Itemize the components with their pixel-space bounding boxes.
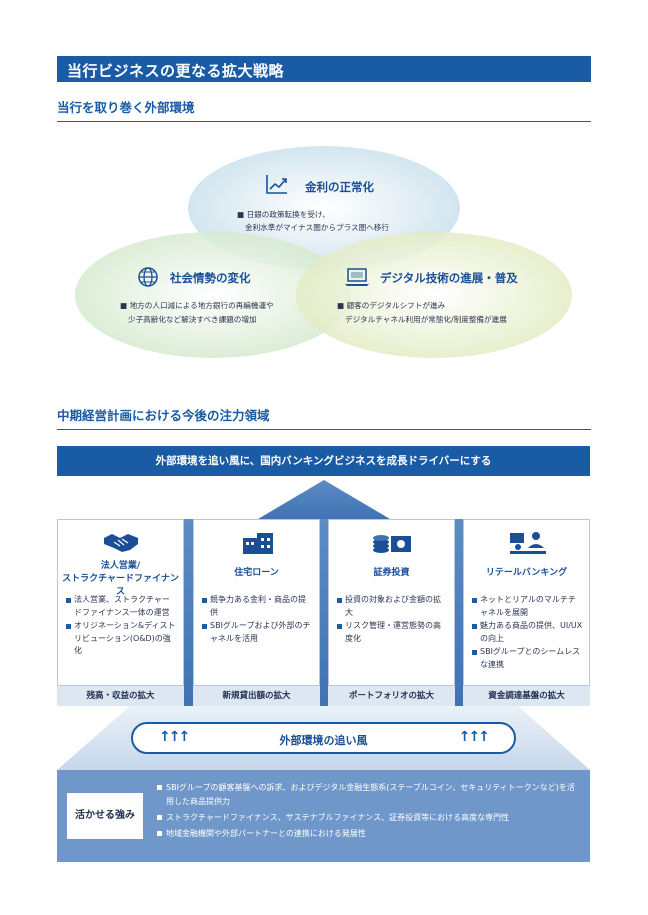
- card-mortgage-title: 住宅ローン: [234, 568, 279, 578]
- list-item: 投資の対象および金額の拡大: [336, 594, 448, 619]
- card-corporate-title-2: ストラクチャードファイナンス: [62, 574, 179, 597]
- list-item: SBIグループとのシームレスな連携: [471, 646, 583, 671]
- meeting-icon: [508, 530, 548, 560]
- laptop-icon: [344, 266, 370, 292]
- interest-line-2: 金利水準がマイナス圏からプラス圏へ移行: [245, 223, 389, 232]
- tailwind-pill: ↑↑↑ 外部環境の追い風 ↑↑↑: [131, 722, 516, 754]
- card-retail: リテールバンキング ネットとリアルのマルチチャネルを展開 魅力ある商品の提供、U…: [463, 519, 590, 686]
- card-retail-title: リテールバンキング: [485, 568, 568, 578]
- list-item: SBIグループおよび外部のチャネルを活用: [201, 620, 313, 645]
- house-icon: [241, 530, 275, 560]
- section-heading-environment: 当行を取り巻く外部環境: [57, 97, 591, 122]
- list-item: オリジネーション&ディストリビューション(O&D)の強化: [65, 620, 177, 658]
- card-mortgage-footer: 新規貸出額の拡大: [193, 686, 320, 706]
- card-corporate-footer: 残高・収益の拡大: [57, 686, 184, 706]
- circle-society: [75, 232, 351, 358]
- list-item: リスク管理・運営態勢の高度化: [336, 620, 448, 645]
- society-title: 社会情勢の変化: [170, 271, 251, 285]
- card-corporate-title-1: 法人営業/: [100, 561, 141, 571]
- list-item: 法人営業、ストラクチャードファイナンス一体の運営: [65, 594, 177, 619]
- up-arrows-icon: ↑↑↑: [458, 729, 490, 745]
- list-item: SBIグループの顧客基盤への訴求、およびデジタル金融生態系(ステーブルコイン、セ…: [157, 781, 582, 809]
- society-line-1: ■ 地方の人口減による地方銀行の再編機運や: [120, 301, 274, 310]
- coins-icon: [371, 530, 413, 560]
- focus-banner: 外部環境を追い風に、国内バンキングビジネスを成長ドライバーにする: [57, 446, 590, 476]
- strengths-box: 活かせる強み SBIグループの顧客基盤への訴求、およびデジタル金融生態系(ステー…: [57, 770, 590, 862]
- card-mortgage: 住宅ローン 競争力ある金利・商品の提供 SBIグループおよび外部のチャネルを活用: [193, 519, 320, 686]
- list-item: 競争力ある金利・商品の提供: [201, 594, 313, 619]
- society-line-2: 少子高齢化など解決すべき課題の増加: [128, 315, 257, 324]
- list-item: ネットとリアルのマルチチャネルを展開: [471, 594, 583, 619]
- strengths-label: 活かせる強み: [67, 793, 143, 839]
- list-item: ストラクチャードファイナンス、サステナブルファイナンス、証券投資等における高度な…: [157, 811, 582, 825]
- card-securities-title: 証券投資: [373, 568, 410, 578]
- card-corporate: 法人営業/ ストラクチャードファイナンス 法人営業、ストラクチャードファイナンス…: [57, 519, 184, 686]
- section-heading-focus: 中期経営計画における今後の注力領域: [57, 405, 591, 430]
- circle-digital: [296, 232, 572, 358]
- card-retail-footer: 資金調達基盤の拡大: [463, 686, 590, 706]
- tailwind-label: 外部環境の追い風: [279, 734, 368, 747]
- card-securities: 証券投資 投資の対象および金額の拡大 リスク管理・運営態勢の高度化: [328, 519, 455, 686]
- globe-icon: [137, 266, 159, 292]
- chart-line-icon: [265, 173, 289, 199]
- digital-line-1: ■ 顧客のデジタルシフトが進み: [337, 301, 446, 310]
- digital-line-2: デジタルチャネル利用が常態化/制度整備が進展: [345, 315, 507, 324]
- interest-title: 金利の正常化: [305, 180, 374, 194]
- handshake-icon: [102, 530, 140, 558]
- digital-title: デジタル技術の進展・普及: [380, 271, 518, 285]
- list-item: 地域金融機関や外部パートナーとの連携における発展性: [157, 827, 582, 841]
- up-arrows-icon: ↑↑↑: [159, 729, 190, 745]
- page-title: 当行ビジネスの更なる拡大戦略: [57, 56, 591, 82]
- card-securities-footer: ポートフォリオの拡大: [328, 686, 455, 706]
- interest-line-1: ■ 日銀の政策転換を受け、: [237, 210, 330, 219]
- list-item: 魅力ある商品の提供、UI/UXの向上: [471, 620, 583, 645]
